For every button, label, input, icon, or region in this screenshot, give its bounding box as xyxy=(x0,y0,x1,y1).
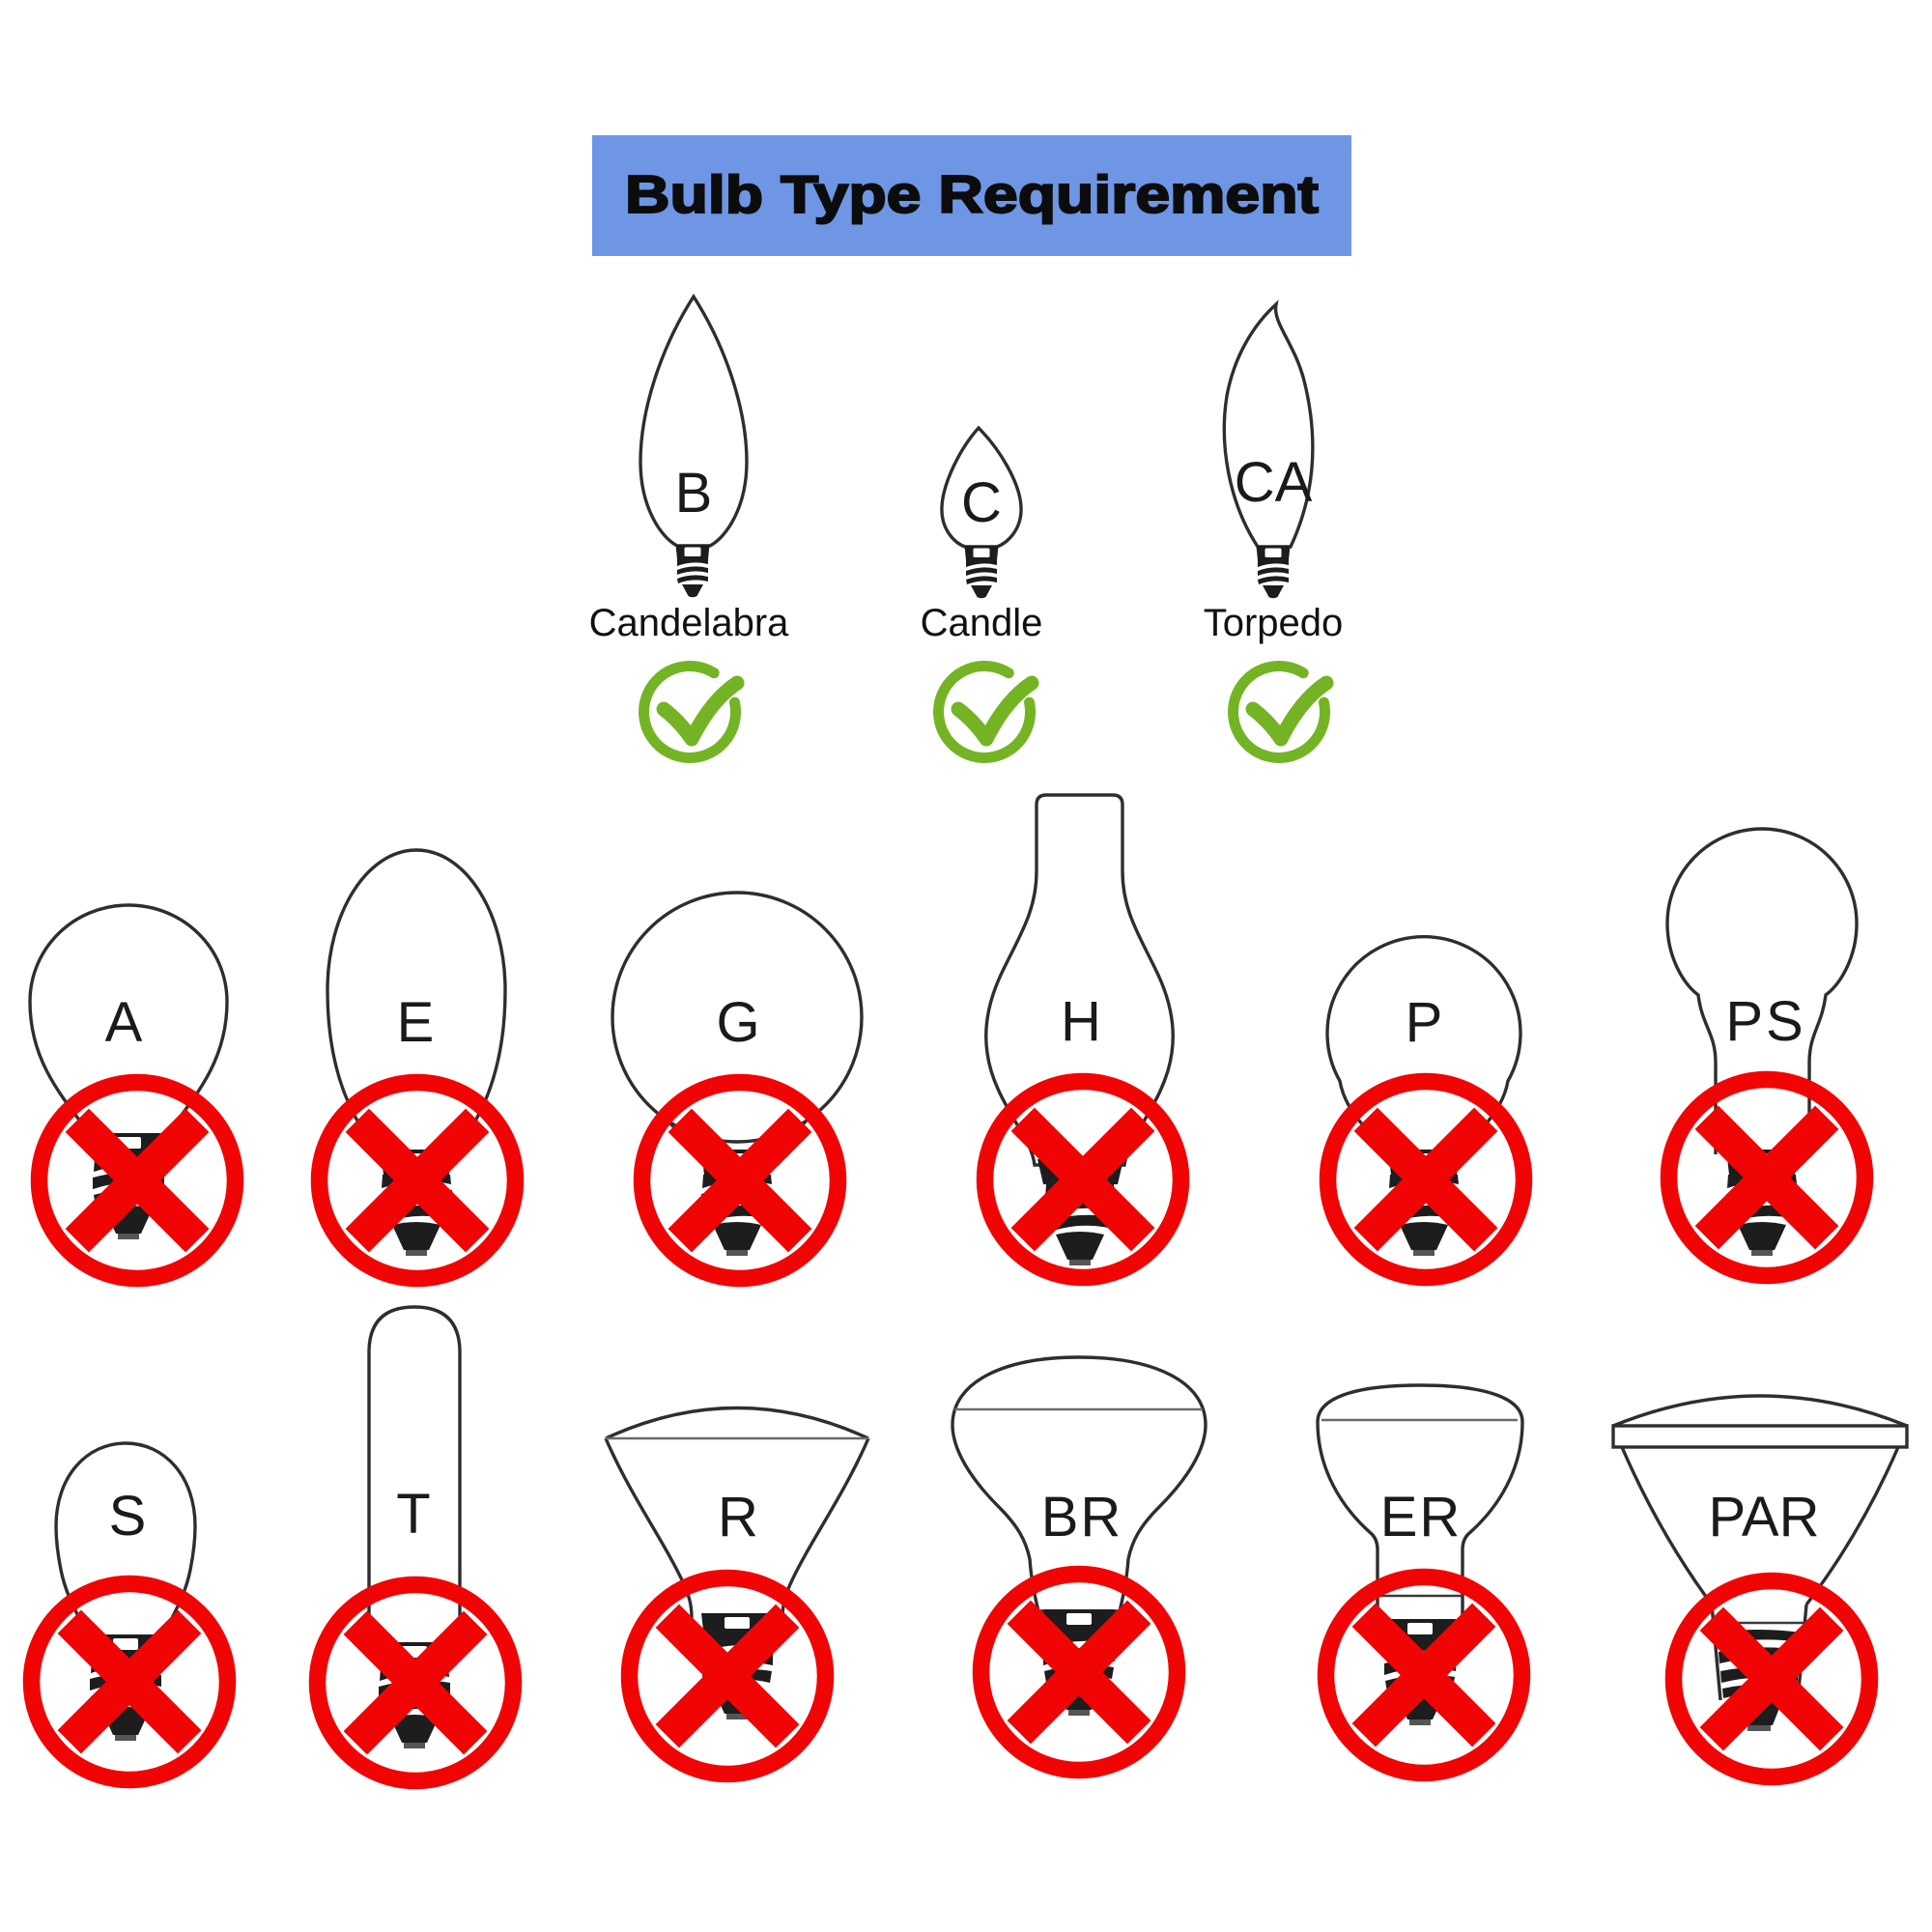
svg-text:E: E xyxy=(397,991,435,1054)
svg-text:S: S xyxy=(109,1485,147,1548)
svg-text:BR: BR xyxy=(1041,1486,1123,1548)
svg-text:R: R xyxy=(718,1486,758,1548)
svg-text:P: P xyxy=(1406,991,1443,1054)
svg-text:A: A xyxy=(105,991,143,1054)
svg-text:PAR: PAR xyxy=(1709,1486,1820,1548)
svg-text:PS: PS xyxy=(1725,990,1805,1053)
svg-text:G: G xyxy=(716,991,759,1054)
svg-text:Candle: Candle xyxy=(921,602,1043,644)
svg-text:CA: CA xyxy=(1235,451,1313,514)
svg-text:ER: ER xyxy=(1380,1486,1463,1548)
svg-text:T: T xyxy=(396,1483,430,1546)
svg-text:Bulb Type Requirement: Bulb Type Requirement xyxy=(625,164,1319,224)
svg-text:Torpedo: Torpedo xyxy=(1204,602,1344,644)
svg-text:B: B xyxy=(675,462,713,525)
svg-text:C: C xyxy=(961,471,1002,534)
svg-text:H: H xyxy=(1061,990,1101,1053)
svg-text:Candelabra: Candelabra xyxy=(589,602,790,644)
